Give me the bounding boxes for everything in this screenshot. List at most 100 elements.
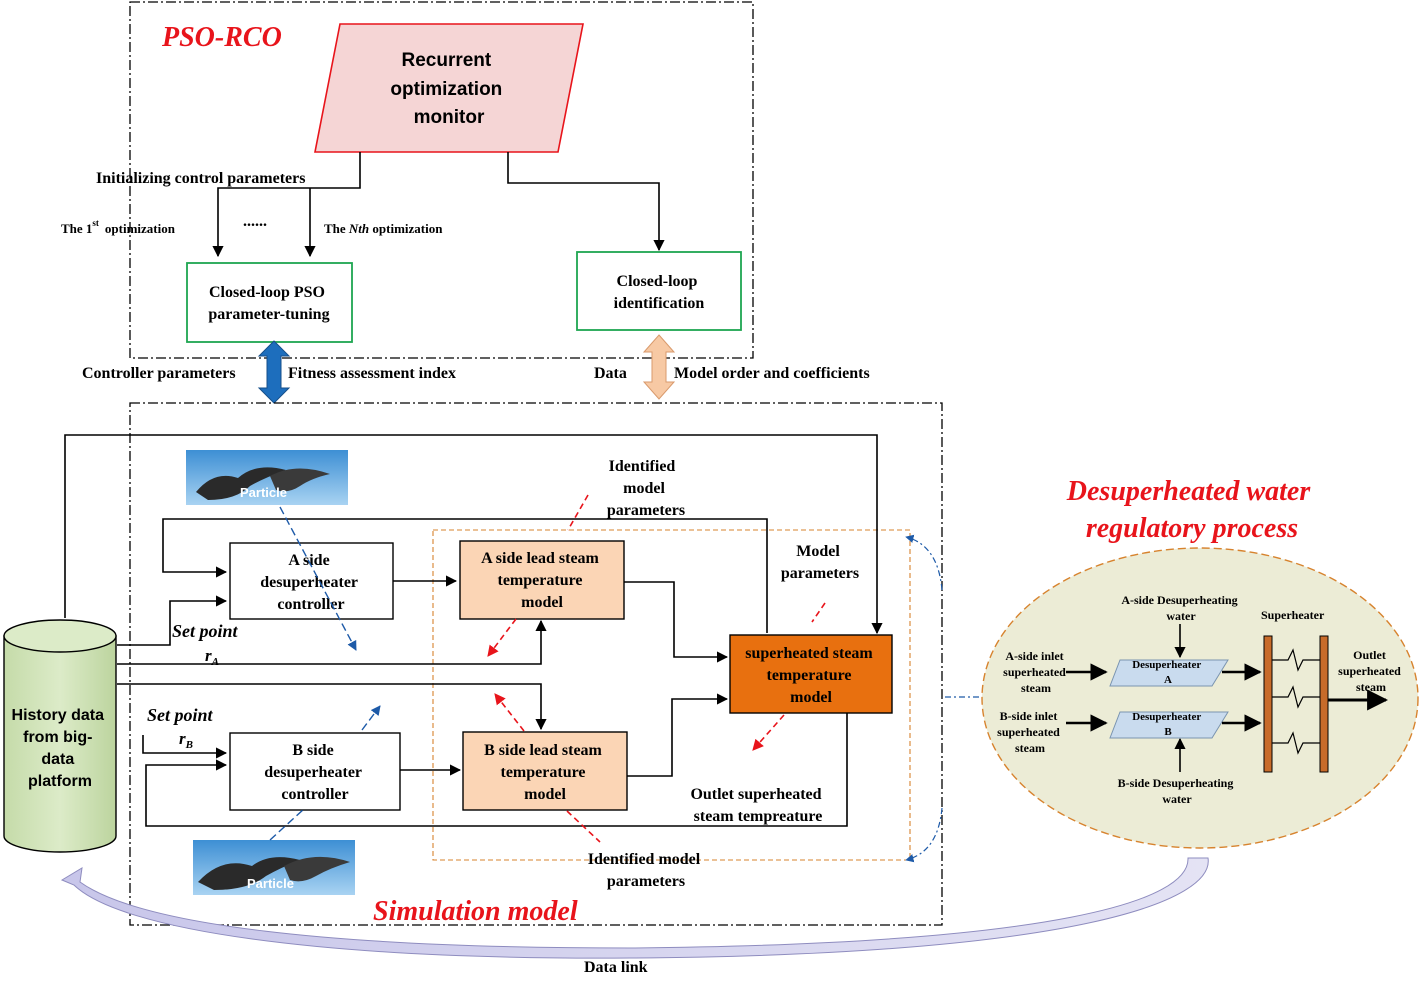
- superheater-coil-1: [1272, 648, 1320, 672]
- b-controller-line-1: B side: [292, 742, 333, 759]
- a-setpoint-line: [117, 595, 228, 646]
- a-inlet-line-2: superheated: [1003, 665, 1066, 679]
- svg-text:Desuperheated water regula: Desuperheated water regulatory process: [1066, 476, 1317, 544]
- particle-label-bottom: Particle: [247, 876, 294, 891]
- ident-box-line-2: identification: [614, 295, 705, 312]
- b-feedback-loop: [145, 713, 848, 827]
- identified-bottom-line-2: parameters: [607, 873, 685, 890]
- pso-box-line-2: parameter-tuning: [208, 306, 329, 323]
- a-water-line-1: A-side Desuperheating: [1121, 593, 1237, 607]
- desuperheater-b-shape: [1109, 711, 1229, 739]
- desup-b-line-2: B: [1164, 726, 1172, 738]
- b-inlet-line-2: superheated: [997, 725, 1060, 739]
- fitness-index-label: Fitness assessment index: [288, 365, 456, 382]
- particle-image-bottom: Particle: [193, 840, 355, 895]
- orange-double-arrow: [642, 334, 676, 400]
- ellipse-link-arc-top: [905, 534, 943, 591]
- b-inlet-line-3: steam: [1015, 741, 1045, 755]
- ellipse-link-arc-bottom: [905, 807, 943, 863]
- monitor-to-tuning-line: [212, 152, 361, 258]
- monitor-line-2: optimization: [390, 79, 502, 100]
- b-water-line-1: B-side Desuperheating: [1118, 776, 1234, 790]
- model-order-label: Model order and coefficients: [674, 365, 870, 382]
- closed-loop-pso-box: [186, 262, 353, 343]
- a-lead-model-box: [459, 540, 625, 620]
- red-arrow-a-model: [487, 618, 517, 657]
- svg-text:Identified model parameter: Identified model parameters: [588, 851, 704, 890]
- model-params-line-2: parameters: [781, 565, 859, 582]
- svg-text:Closed-loop PSO parameter-: Closed-loop PSO parameter-tuning: [208, 284, 329, 323]
- a-inlet-line-1: A-side inlet: [1005, 649, 1063, 663]
- red-arrow-super-top: [811, 602, 826, 623]
- b-inlet-line-1: B-side inlet: [1000, 709, 1058, 723]
- a-set-point-label: Set point: [172, 621, 239, 641]
- pso-rco-title: PSO-RCO: [161, 22, 282, 53]
- svg-text:History data from big-: History data from big- data platform: [12, 707, 109, 790]
- monitor-to-ident-line: [507, 152, 665, 252]
- svg-text:Desuperheater B: Desuperheater B: [1132, 711, 1204, 738]
- ra-line: [117, 619, 547, 665]
- monitor-line-3: monitor: [414, 107, 485, 128]
- superheater-label: Superheater: [1261, 608, 1325, 622]
- a-lead-line-3: model: [521, 594, 563, 611]
- svg-text:A-side inlet superheated: A-side inlet superheated steam: [1003, 649, 1069, 695]
- b-lead-model-box: [462, 731, 628, 811]
- desup-a-line-1: Desuperheater: [1132, 659, 1201, 671]
- outlet-line-1: Outlet: [1353, 648, 1386, 662]
- identified-top-line-2: model: [623, 480, 665, 497]
- regulatory-process-ellipse: [981, 547, 1419, 849]
- data-link-arc: [60, 857, 1209, 959]
- outlet-line-2: superheated: [1338, 664, 1401, 678]
- svg-text:Recurrent optimization: Recurrent optimization monitor: [390, 50, 507, 128]
- data-link-label: Data link: [584, 959, 648, 976]
- history-line-3: data: [41, 751, 74, 768]
- red-arrow-super-bottom: [752, 714, 785, 751]
- svg-text:B side lead steam temperat: B side lead steam temperature model: [484, 742, 606, 803]
- pso-box-line-1: Closed-loop PSO: [209, 284, 325, 301]
- pso-rco-frame: [129, 1, 754, 359]
- particle-top-arrow: [279, 506, 357, 651]
- inner-orange-frame: [432, 529, 911, 861]
- b-setpoint-line: [142, 735, 228, 759]
- b-history-to-model: [117, 683, 547, 731]
- a-feedback-loop: [162, 518, 768, 633]
- superheated-model-box: [729, 634, 893, 714]
- simulation-title: Simulation model: [373, 896, 578, 927]
- a-controller-box: [229, 542, 394, 620]
- b-lead-line-3: model: [524, 786, 566, 803]
- desup-a-line-2: A: [1164, 674, 1172, 686]
- red-arrow-a-top: [567, 494, 589, 531]
- history-line-2: from big-: [23, 729, 92, 746]
- svg-text:B side desuperheater c: B side desuperheater controller: [264, 742, 365, 803]
- superheater-bar-right: [1319, 635, 1329, 773]
- superheater-coil-3: [1272, 731, 1320, 755]
- a-water-line-2: water: [1166, 609, 1196, 623]
- b-controller-line-2: desuperheater: [264, 764, 362, 781]
- blue-double-arrow: [257, 340, 291, 404]
- ident-box-line-1: Closed-loop: [617, 273, 698, 290]
- particle-bottom-line: [269, 807, 306, 841]
- particle-label-top: Particle: [240, 485, 287, 500]
- dots-label: ......: [243, 213, 267, 230]
- nth-opt-label: The Nth optimization: [324, 221, 443, 236]
- b-model-to-super: [627, 693, 729, 777]
- regulatory-title-line-2: regulatory process: [1086, 513, 1298, 544]
- super-line-2: temperature: [767, 667, 852, 684]
- identified-top-line-3: parameters: [607, 502, 685, 519]
- svg-text:B-side Desuperheating wate: B-side Desuperheating water: [1118, 776, 1237, 806]
- a-lead-line-2: temperature: [498, 572, 583, 589]
- a-inlet-line-3: steam: [1021, 681, 1051, 695]
- rb-label: rB: [179, 729, 193, 751]
- a-lead-line-1: A side lead steam: [481, 550, 599, 567]
- b-controller-box: [229, 732, 401, 811]
- b-water-line-2: water: [1162, 792, 1192, 806]
- b-controller-line-3: controller: [281, 786, 348, 803]
- controller-params-label: Controller parameters: [82, 365, 236, 382]
- monitor-line-1: Recurrent: [401, 50, 491, 71]
- history-data-cylinder: [3, 619, 117, 853]
- recurrent-optimization-monitor: [314, 23, 584, 153]
- svg-text:Desuperheater A: Desuperheater A: [1132, 659, 1204, 686]
- a-controller-line-2: desuperheater: [260, 574, 358, 591]
- history-top-loop: [64, 434, 883, 635]
